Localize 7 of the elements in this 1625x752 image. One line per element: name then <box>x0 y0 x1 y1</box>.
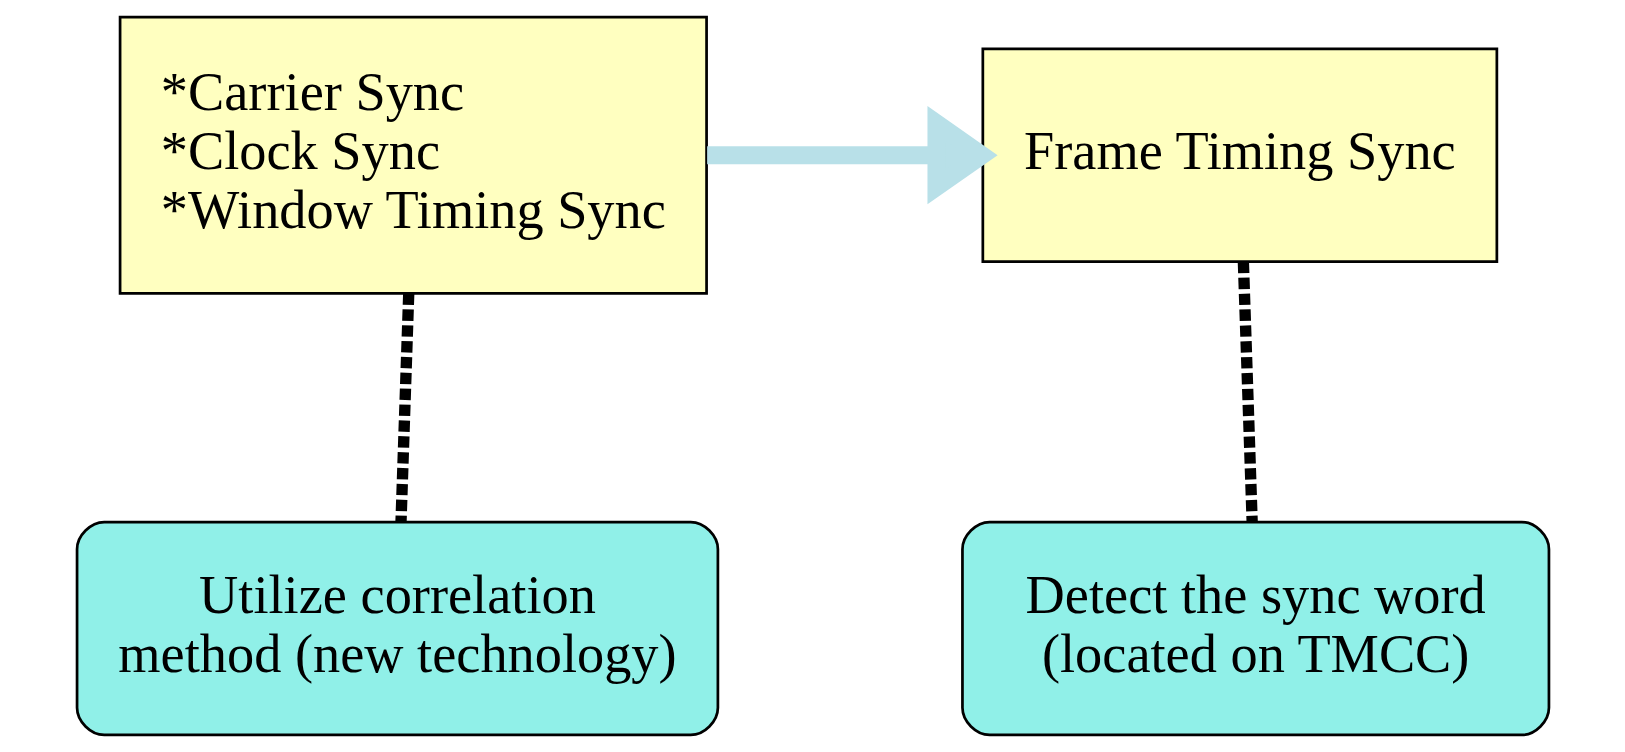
node-box: *Carrier Sync *Clock Sync *Window Timing Sync <box>118 15 708 295</box>
node-box: Frame Timing Sync <box>980 47 1498 263</box>
connector <box>394 293 414 522</box>
node-box: Utilize correlation method (new technology) <box>75 520 719 737</box>
node-box: Detect the sync word (located on TMCC) <box>960 520 1550 737</box>
connector <box>1237 261 1258 523</box>
arrow <box>706 106 998 205</box>
